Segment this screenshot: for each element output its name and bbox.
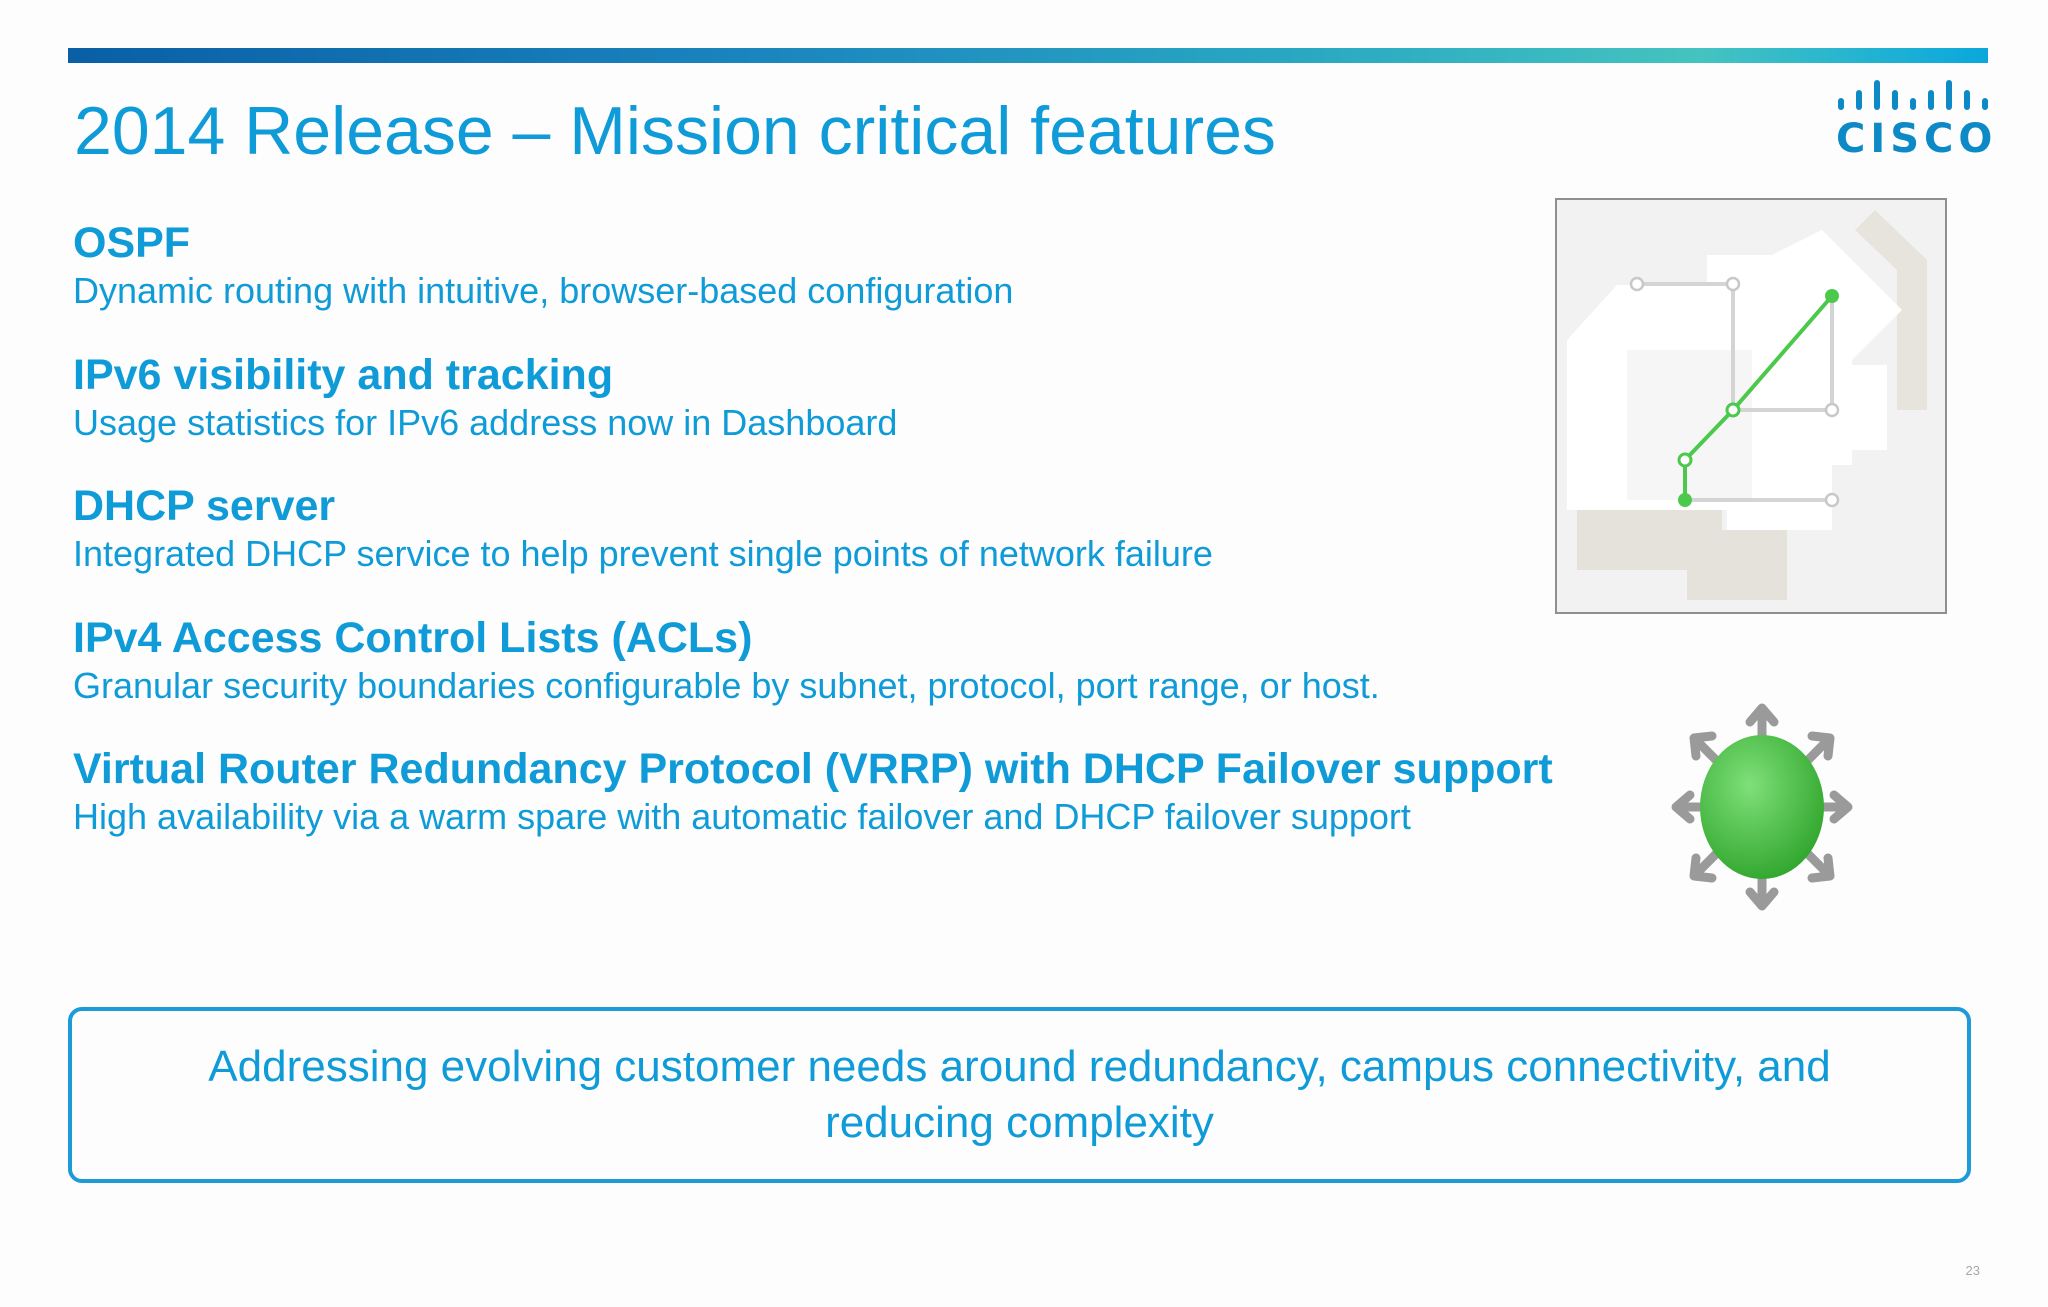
feature-description: Granular security boundaries configurabl…	[73, 664, 1380, 706]
feature-heading: OSPF	[73, 219, 191, 267]
route-map-icon	[1567, 210, 1927, 600]
feature-description: Usage statistics for IPv6 address now in…	[73, 401, 898, 443]
route-map-illustration	[1555, 198, 1947, 614]
feature-item: OSPF Dynamic routing with intuitive, bro…	[73, 218, 1553, 350]
cisco-wordmark: CISCO	[1836, 116, 1998, 162]
feature-item: IPv6 visibility and tracking Usage stati…	[73, 350, 1553, 482]
feature-description: Dynamic routing with intuitive, browser-…	[73, 270, 1014, 311]
feature-description: High availability via a warm spare with …	[73, 796, 1411, 837]
summary-callout: Addressing evolving customer needs aroun…	[68, 1007, 1971, 1183]
feature-description: Integrated DHCP service to help prevent …	[73, 533, 1213, 574]
feature-heading: IPv4 Access Control Lists (ACLs)	[73, 613, 753, 662]
cisco-bridge-bars-icon	[1838, 80, 1988, 110]
feature-list: OSPF Dynamic routing with intuitive, bro…	[73, 218, 1553, 876]
header-gradient-bar	[68, 48, 1988, 63]
feature-item: DHCP server Integrated DHCP service to h…	[73, 481, 1553, 613]
slide-title: 2014 Release – Mission critical features	[74, 93, 1276, 169]
feature-heading: DHCP server	[73, 482, 336, 530]
cisco-logo: CISCO	[1836, 76, 1998, 162]
feature-heading: Virtual Router Redundancy Protocol (VRRP…	[73, 745, 1553, 793]
feature-item: IPv4 Access Control Lists (ACLs) Granula…	[73, 613, 1553, 745]
failover-illustration	[1668, 700, 1856, 914]
page-number: 23	[1965, 1263, 1980, 1278]
feature-item: Virtual Router Redundancy Protocol (VRRP…	[73, 744, 1553, 876]
failover-node-icon	[1671, 703, 1853, 911]
feature-heading: IPv6 visibility and tracking	[73, 350, 614, 399]
callout-text: Addressing evolving customer needs aroun…	[208, 1042, 1831, 1147]
